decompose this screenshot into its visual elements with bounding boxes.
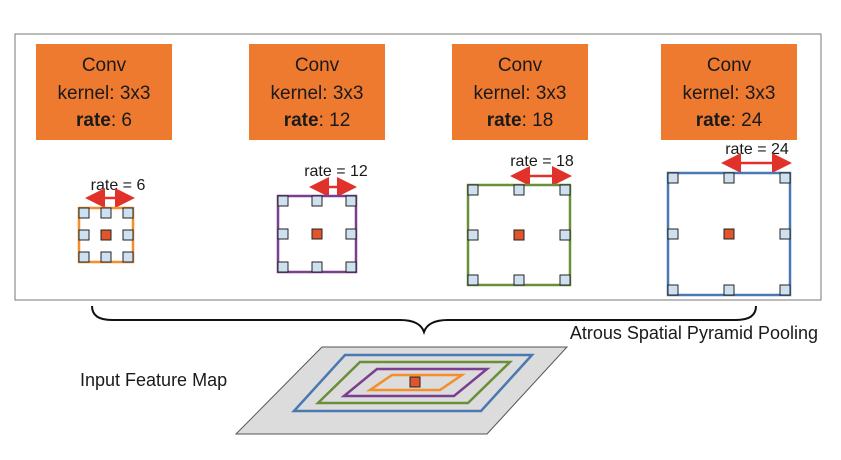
sample-cell	[667, 172, 679, 184]
kernel-grid-3	[466, 183, 572, 287]
input-feature-map-label: Input Feature Map	[80, 370, 227, 390]
center-cell	[513, 229, 525, 241]
svg-text:rate = 6: rate = 6	[91, 177, 146, 194]
sample-cell	[667, 284, 679, 296]
sample-cell	[78, 229, 90, 241]
sample-cell	[277, 228, 289, 240]
sample-cell	[277, 195, 289, 207]
input-feature-map	[234, 346, 569, 435]
sample-cell	[122, 251, 134, 263]
conv-box-1: Conv kernel: 3x3 rate: 6	[36, 44, 172, 140]
svg-text:rate = 18: rate = 18	[510, 153, 574, 170]
conv-title: Conv	[498, 55, 543, 76]
conv-rate: rate: 6	[76, 110, 132, 131]
conv-kernel: kernel: 3x3	[474, 83, 567, 104]
sample-cell	[467, 184, 479, 196]
sample-cell	[311, 261, 323, 273]
conv-rate: rate: 18	[487, 110, 554, 131]
svg-text:rate = 24: rate = 24	[725, 141, 789, 158]
sample-cell	[122, 229, 134, 241]
aspp-label: Atrous Spatial Pyramid Pooling	[570, 323, 818, 343]
rate-annotation-2: rate = 12	[304, 163, 368, 197]
sample-cell	[513, 274, 525, 286]
rate-annotation-4: rate = 24	[721, 141, 792, 173]
conv-box-2: Conv kernel: 3x3 rate: 12	[249, 44, 385, 140]
sample-cell	[467, 229, 479, 241]
conv-kernel: kernel: 3x3	[58, 83, 151, 104]
field-ring-blue	[291, 353, 535, 413]
sample-cell	[779, 284, 791, 296]
sample-cell	[559, 229, 571, 241]
conv-kernel: kernel: 3x3	[271, 83, 364, 104]
rate-annotation-3: rate = 18	[510, 153, 574, 186]
sample-cell	[667, 228, 679, 240]
conv-title: Conv	[707, 55, 752, 76]
sample-cell	[723, 284, 735, 296]
sample-cell	[559, 184, 571, 196]
sample-cell	[277, 261, 289, 273]
sample-cell	[311, 195, 323, 207]
center-cell	[100, 229, 112, 241]
center-cell	[409, 376, 421, 388]
sample-cell	[779, 172, 791, 184]
sample-cell	[345, 261, 357, 273]
conv-title: Conv	[295, 55, 340, 76]
sample-cell	[78, 207, 90, 219]
conv-kernel: kernel: 3x3	[683, 83, 776, 104]
kernel-grid-2	[276, 194, 358, 274]
sample-cell	[78, 251, 90, 263]
sample-cell	[467, 274, 479, 286]
sample-cell	[559, 274, 571, 286]
aspp-frame	[14, 33, 822, 301]
center-cell	[311, 228, 323, 240]
sample-cell	[779, 228, 791, 240]
field-ring-purple	[340, 367, 491, 398]
sample-cell	[100, 207, 112, 219]
svg-text:rate = 12: rate = 12	[304, 163, 368, 180]
sample-cell	[345, 195, 357, 207]
sample-cell	[345, 228, 357, 240]
sample-cell	[122, 207, 134, 219]
kernel-grid-1	[77, 206, 135, 264]
center-cell	[723, 228, 735, 240]
sample-cell	[723, 172, 735, 184]
aspp-brace	[91, 305, 757, 336]
conv-rate: rate: 24	[696, 110, 763, 131]
conv-rate: rate: 12	[284, 110, 351, 131]
field-ring-green	[314, 360, 514, 405]
conv-box-4: Conv kernel: 3x3 rate: 24	[661, 44, 797, 140]
sample-cell	[100, 251, 112, 263]
rate-annotation-1: rate = 6	[85, 177, 146, 208]
sample-cell	[513, 184, 525, 196]
kernel-grid-4	[666, 171, 792, 297]
conv-title: Conv	[82, 55, 127, 76]
field-ring-orange	[365, 373, 467, 392]
conv-box-3: Conv kernel: 3x3 rate: 18	[452, 44, 588, 140]
